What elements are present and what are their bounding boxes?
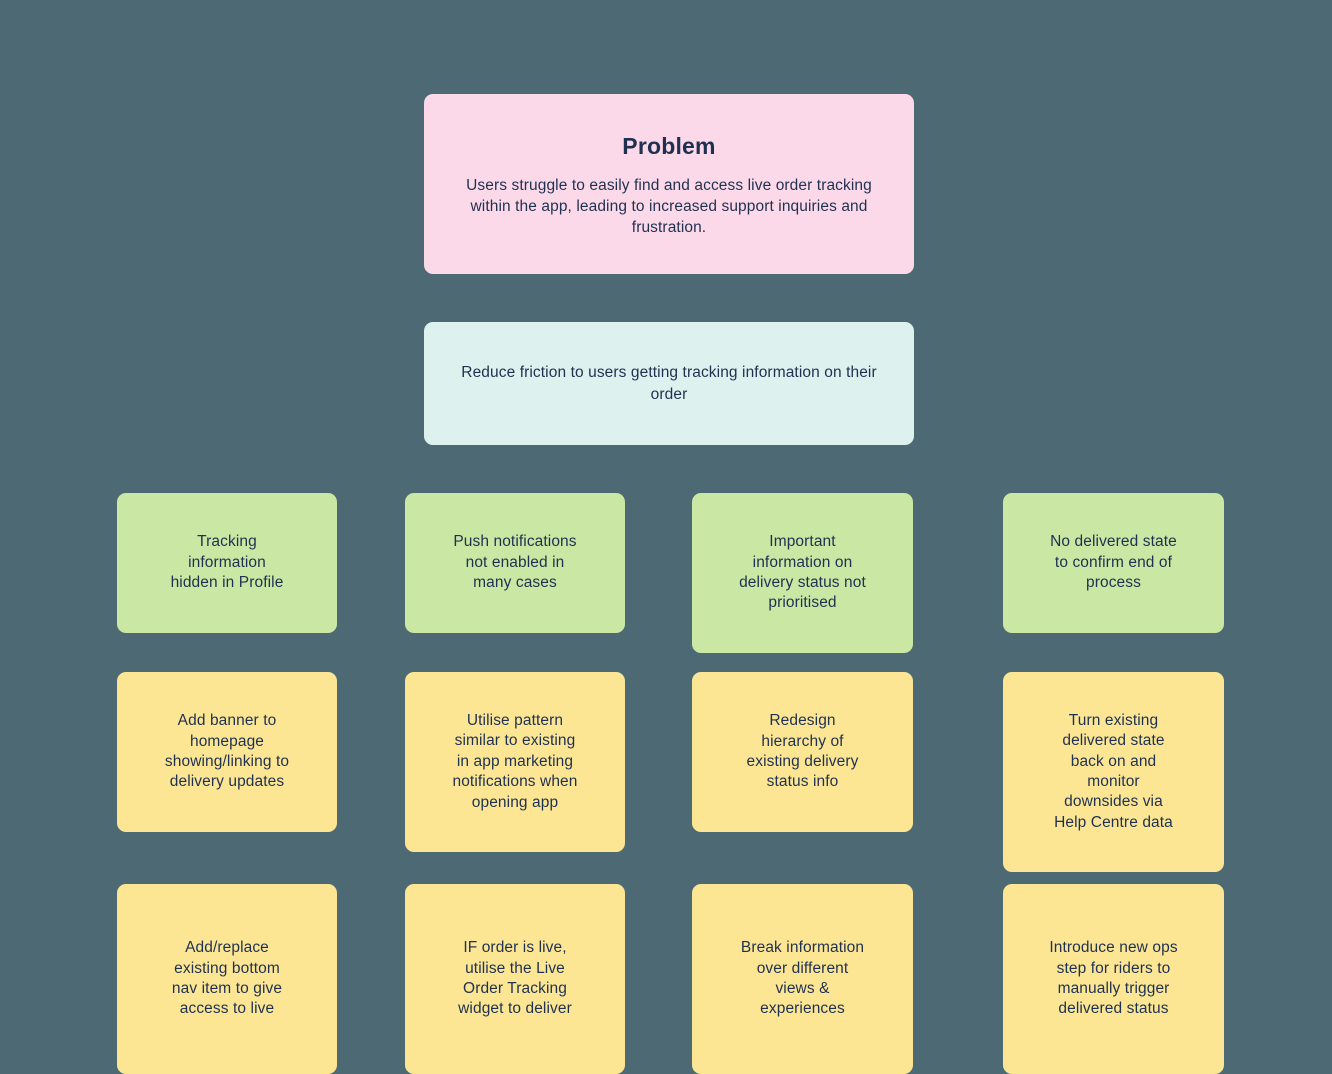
solution-card-2-2[interactable]: IF order is live, utilise the Live Order… — [405, 884, 625, 1074]
solution-card-1-4[interactable]: Turn existing delivered state back on an… — [1003, 672, 1224, 872]
solution-card-1-4-text: Turn existing delivered state back on an… — [1054, 711, 1173, 831]
goal-card[interactable]: Reduce friction to users getting trackin… — [424, 322, 914, 445]
problem-card-body: Users struggle to easily find and access… — [466, 177, 872, 237]
solution-card-2-3-text: Break information over different views &… — [740, 939, 865, 1018]
solution-card-2-1[interactable]: Add/replace existing bottom nav item to … — [117, 884, 337, 1074]
problem-card[interactable]: Problem Users struggle to easily find an… — [424, 94, 914, 274]
solution-card-1-2[interactable]: Utilise pattern similar to existing in a… — [405, 672, 625, 852]
opportunity-card-1[interactable]: Tracking information hidden in Profile — [117, 493, 337, 633]
solution-card-1-2-text: Utilise pattern similar to existing in a… — [452, 711, 578, 811]
opportunity-card-1-text: Tracking information hidden in Profile — [170, 533, 284, 592]
opportunity-card-4[interactable]: No delivered state to confirm end of pro… — [1003, 493, 1224, 633]
solution-card-1-1[interactable]: Add banner to homepage showing/linking t… — [117, 672, 337, 832]
problem-card-title: Problem — [622, 132, 716, 159]
solution-card-2-4[interactable]: Introduce new ops step for riders to man… — [1003, 884, 1224, 1074]
opportunity-card-2[interactable]: Push notifications not enabled in many c… — [405, 493, 625, 633]
goal-card-body: Reduce friction to users getting trackin… — [461, 364, 877, 403]
opportunity-card-3-text: Important information on delivery status… — [739, 533, 866, 612]
opportunity-solution-tree-board: Problem Users struggle to easily find an… — [117, 94, 1224, 1074]
solution-card-1-3-text: Redesign hierarchy of existing delivery … — [746, 712, 859, 791]
solution-card-2-3[interactable]: Break information over different views &… — [692, 884, 913, 1074]
solution-card-1-3[interactable]: Redesign hierarchy of existing delivery … — [692, 672, 913, 832]
solution-card-1-1-text: Add banner to homepage showing/linking t… — [164, 712, 290, 791]
solution-card-2-1-text: Add/replace existing bottom nav item to … — [171, 939, 283, 1018]
opportunity-card-4-text: No delivered state to confirm end of pro… — [1050, 533, 1177, 592]
solution-card-2-4-text: Introduce new ops step for riders to man… — [1049, 939, 1178, 1018]
opportunity-card-2-text: Push notifications not enabled in many c… — [453, 533, 577, 592]
solution-card-2-2-text: IF order is live, utilise the Live Order… — [458, 939, 572, 1018]
opportunity-card-3[interactable]: Important information on delivery status… — [692, 493, 913, 653]
